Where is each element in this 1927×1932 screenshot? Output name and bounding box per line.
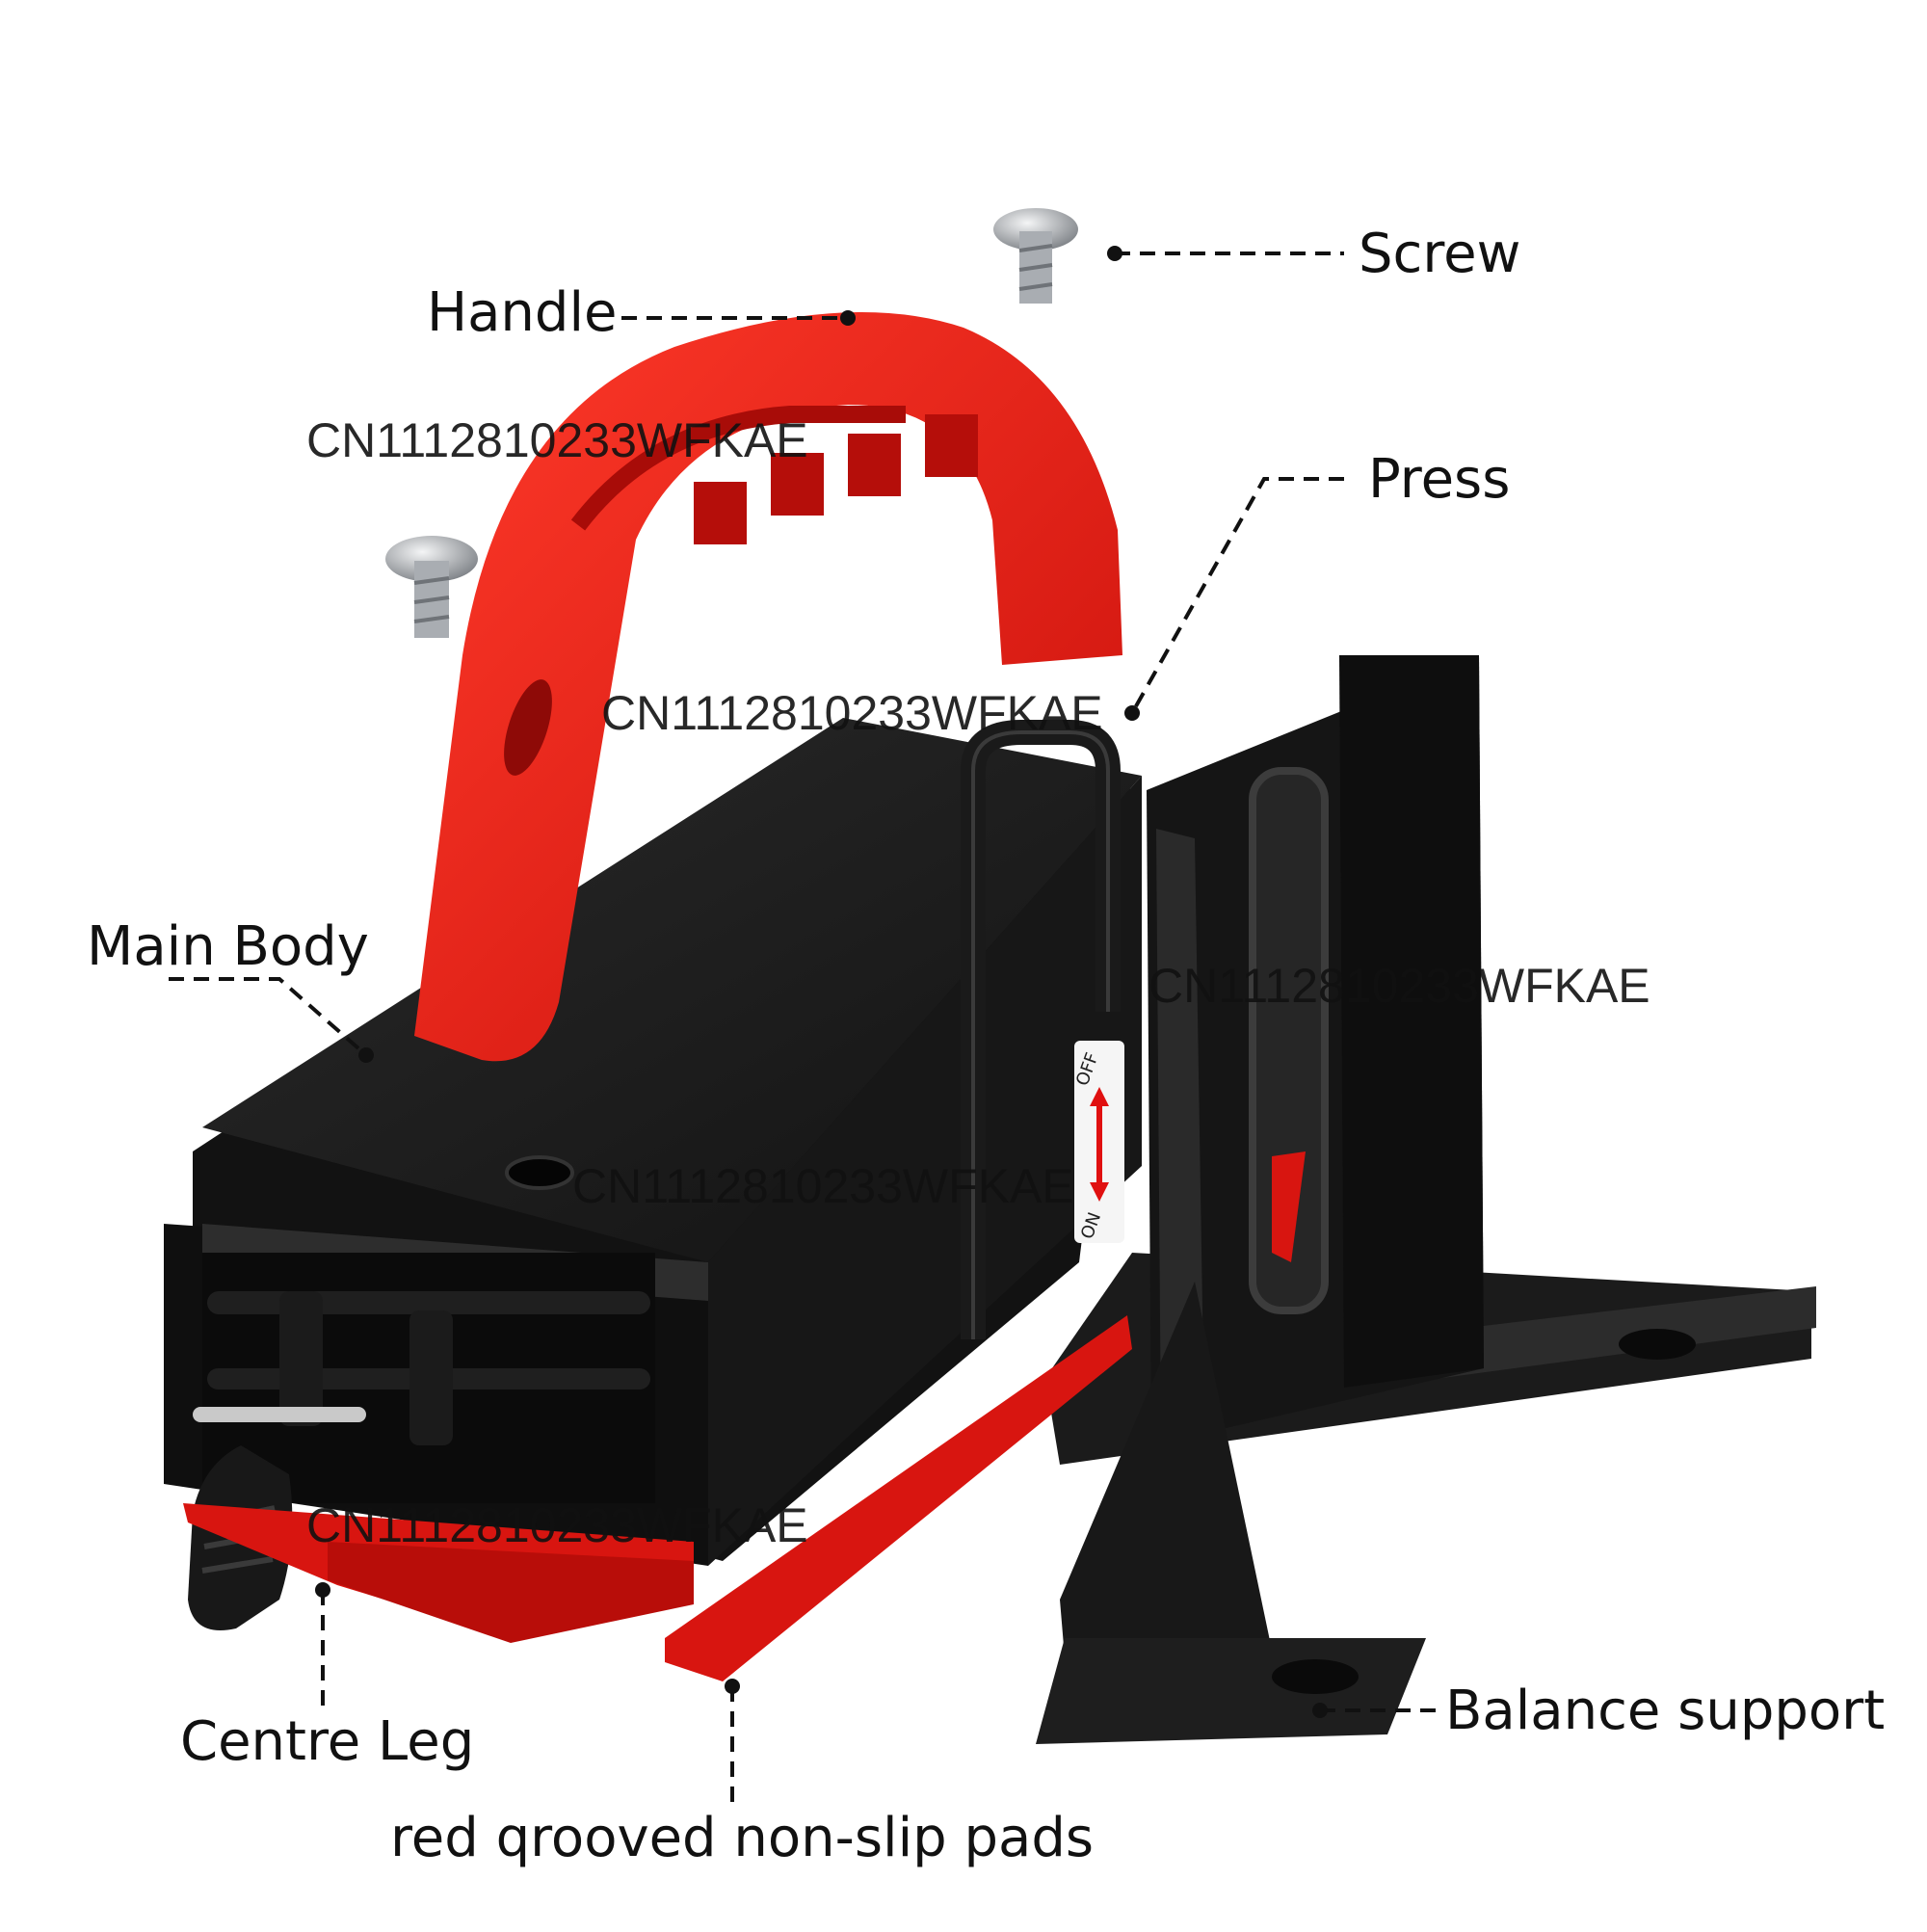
screw-left xyxy=(385,536,478,638)
press-dot xyxy=(1124,705,1140,721)
centre-leg-dot xyxy=(315,1582,330,1598)
watermark: CN1112810233WFKAE xyxy=(1148,959,1650,1013)
watermark: CN1112810233WFKAE xyxy=(306,413,808,467)
press-leader-line xyxy=(1130,477,1344,714)
watermark: CN1112810233WFKAE xyxy=(572,1159,1074,1213)
watermark: CN1112810233WFKAE xyxy=(601,686,1103,740)
label-balance-support: Balance support xyxy=(1445,1680,1886,1742)
pads-dot xyxy=(725,1679,740,1694)
label-screw: Screw xyxy=(1359,223,1521,285)
callout-dots xyxy=(315,246,1328,1718)
label-handle: Handle xyxy=(427,281,618,344)
balance-support xyxy=(1036,655,1816,1744)
screw-top xyxy=(993,208,1078,304)
main-body-leader-line xyxy=(169,977,368,1057)
callout-lines xyxy=(169,251,1436,1802)
balance-support-dot xyxy=(1312,1703,1328,1718)
main-body-dot xyxy=(358,1047,374,1063)
screw-dot xyxy=(1107,246,1122,261)
non-slip-pads xyxy=(183,1151,1306,1681)
label-main-body: Main Body xyxy=(87,915,369,978)
watermark: CN1112810233WFKAE xyxy=(306,1498,808,1552)
handle xyxy=(414,312,1122,1062)
main-body xyxy=(164,718,1142,1566)
handle-dot xyxy=(840,310,856,326)
label-press: Press xyxy=(1368,448,1511,511)
label-centre-leg: Centre Leg xyxy=(180,1710,475,1773)
label-pads: red qrooved non-slip pads xyxy=(390,1807,1095,1869)
